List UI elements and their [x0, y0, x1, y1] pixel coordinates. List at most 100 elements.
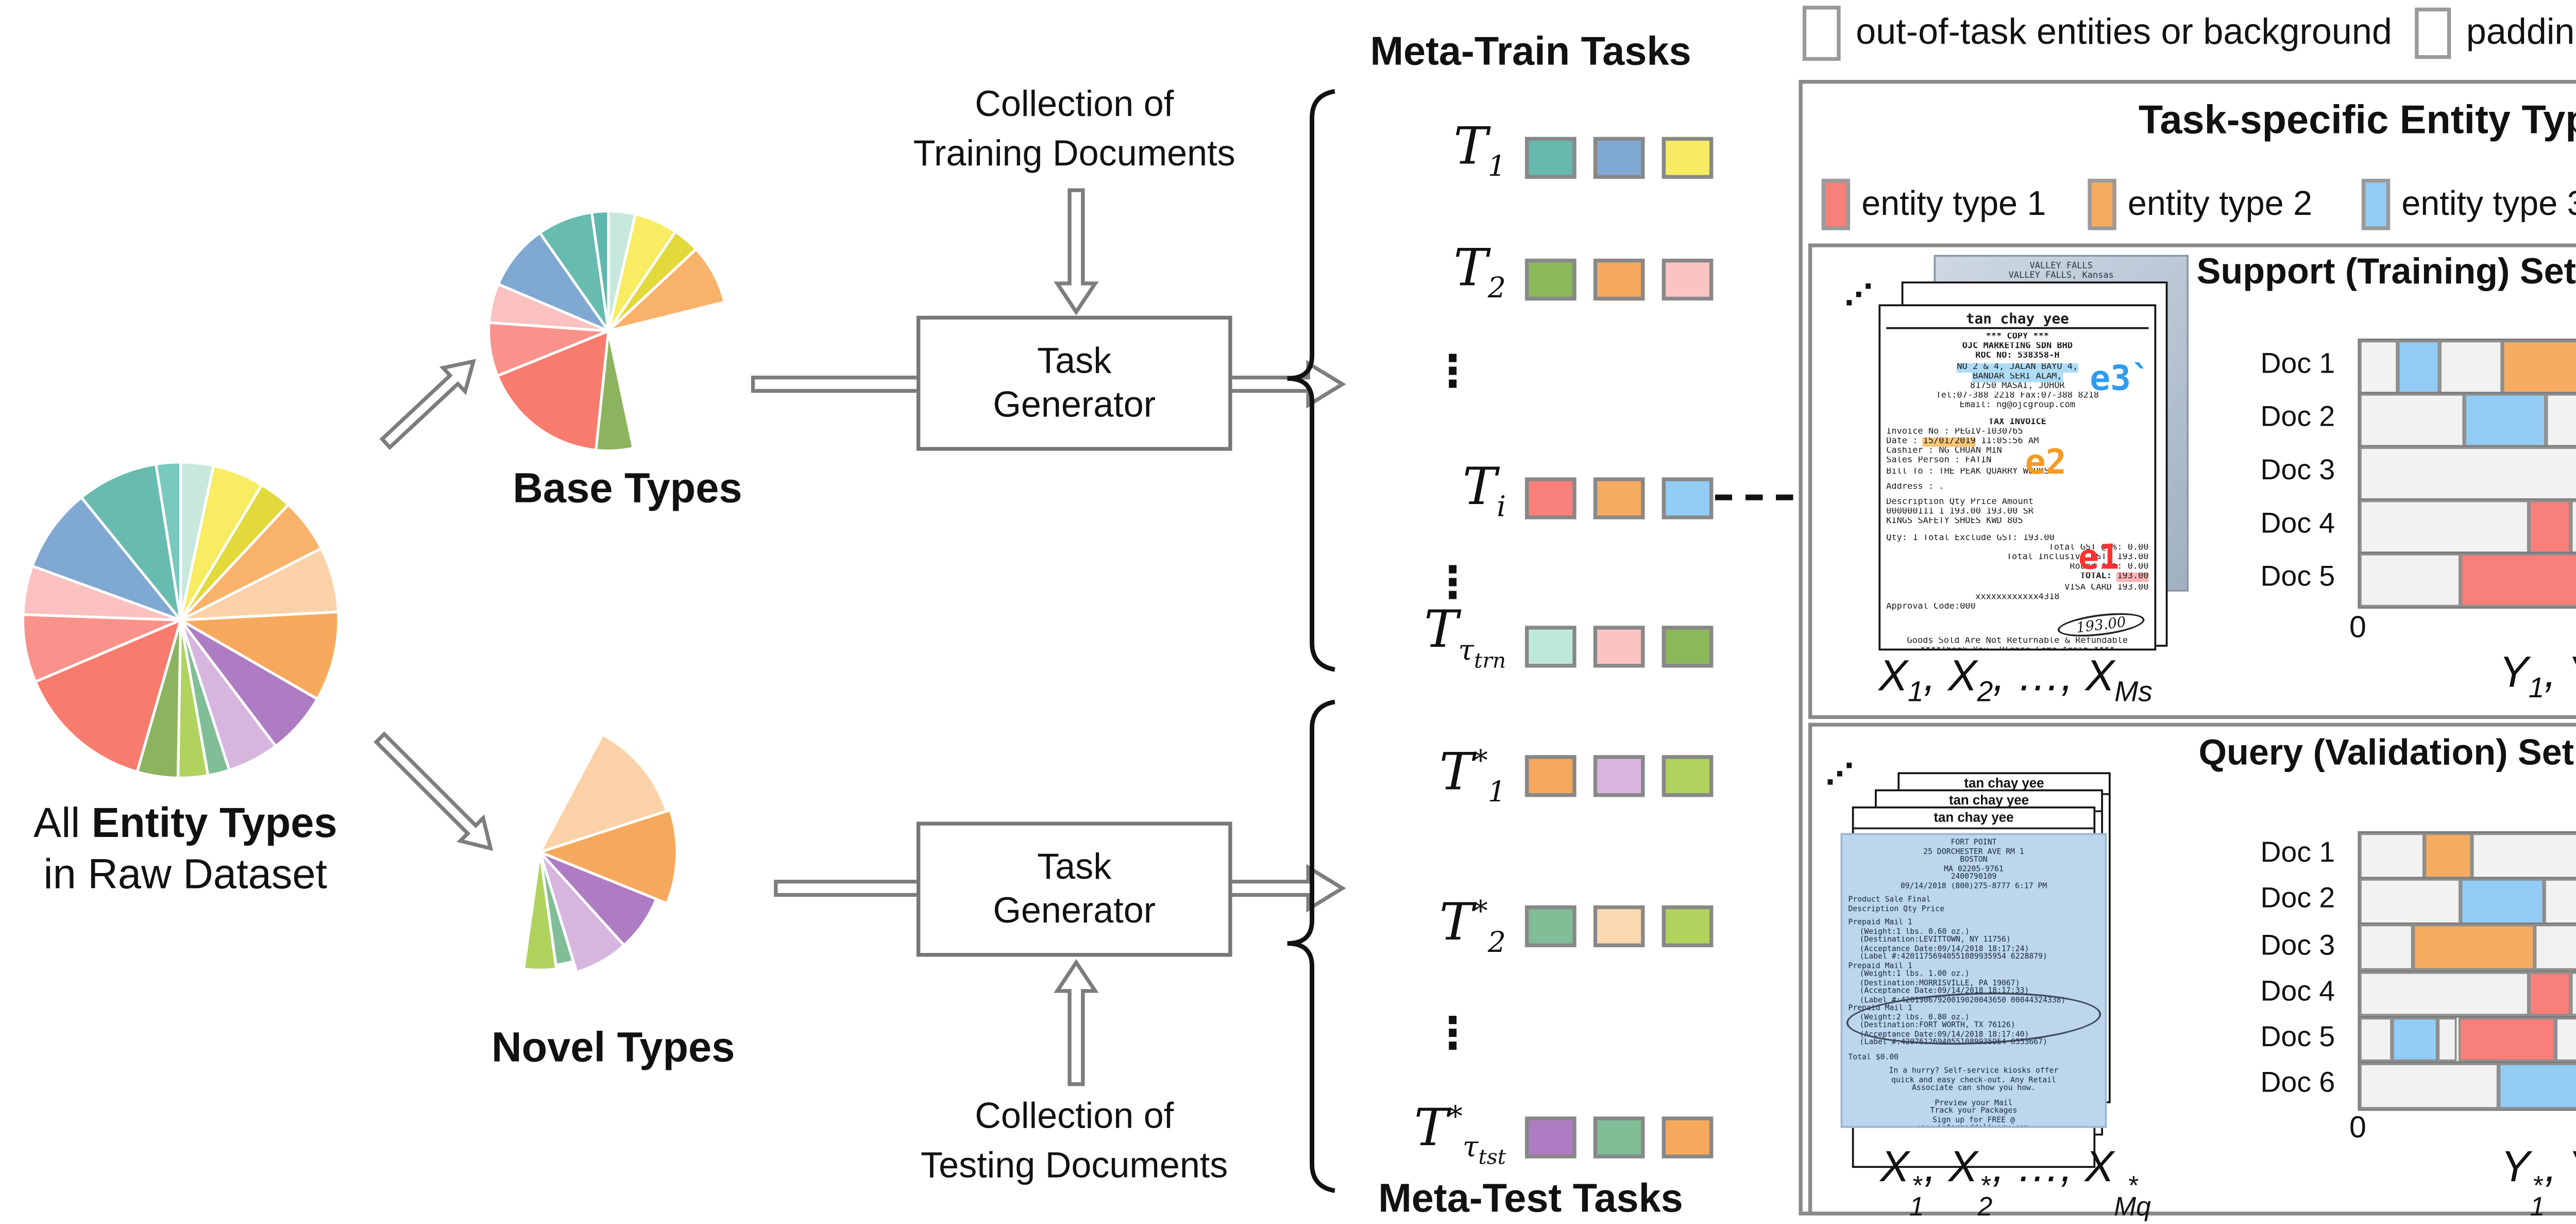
- receipt-line: Total GST @6%: 0.00: [2048, 544, 2149, 554]
- task-entity-square: [1593, 258, 1645, 301]
- meta-train-title: Meta-Train Tasks: [1370, 30, 1691, 74]
- token-segment-bg: [2439, 340, 2502, 393]
- task-entity-square: [1662, 755, 1714, 797]
- doc-label: Doc 1: [2260, 837, 2335, 869]
- entity-callout-e1: e1: [2078, 538, 2120, 578]
- receipt-line: Date : 15/01/2019 11:05:56 AM: [1886, 437, 2039, 447]
- arrow-testing-docs-up: [1054, 959, 1099, 1086]
- task-label: T2: [1453, 240, 1506, 306]
- task-vdots: ⋮: [1431, 559, 1475, 609]
- task-label: Tτtrn: [1423, 601, 1506, 673]
- base-types-pie-slice-blue: [497, 231, 610, 332]
- receipt-line: Description Qty Price: [1848, 904, 1945, 912]
- base-types-pie-slice-teal-sliver: [590, 210, 610, 332]
- doc-token-row: [2358, 498, 2576, 555]
- doc-token-row: [2358, 551, 2576, 608]
- token-segment-bg: [2570, 500, 2576, 553]
- token-segment-e2: [2502, 340, 2576, 393]
- receipt-line: 2400790109: [1951, 873, 1997, 881]
- task-entity-square: [1524, 258, 1577, 301]
- receipt-line: Sign up for FREE @: [1932, 1115, 2015, 1124]
- novel-types-pie-slice-orange: [538, 808, 679, 905]
- receipt-line: Preview your Mail: [1935, 1098, 2013, 1106]
- all-entity-types-label-line1: All Entity Types: [33, 799, 337, 847]
- token-segment-bg: [2360, 1063, 2499, 1109]
- receipt-line: (Acceptance Date:09/14/2018 18:17:33): [1859, 987, 2029, 995]
- token-segment-e3: [2398, 340, 2440, 393]
- token-segment-bg: [2546, 393, 2576, 446]
- entity-callout-e3: e3`: [2090, 359, 2152, 400]
- collection-training-line2: Training Documents: [913, 135, 1235, 175]
- task-entity-square: [1662, 1116, 1714, 1159]
- receipt-line: BOSTON: [1960, 856, 1988, 864]
- task-entity-square: [1524, 626, 1577, 668]
- receipt-line: Round Amt: 0.00: [2070, 563, 2149, 573]
- doc-label: Doc 2: [2260, 883, 2335, 916]
- receipt-line: NO 2 & 4, JALAN BAYU 4,: [1957, 362, 2078, 372]
- entity-legend-label-2: entity type 2: [2127, 184, 2313, 223]
- doc-label: Doc 5: [2260, 561, 2335, 594]
- token-segment-bg: [2360, 971, 2529, 1016]
- axis-tokens-label: tokens: [2510, 1113, 2576, 1147]
- receipt-line: tan chay yee: [1886, 310, 2149, 329]
- novel-types-label: Novel Types: [492, 1023, 735, 1071]
- token-segment-bg: [2360, 553, 2461, 606]
- token-segment-e1: [2529, 971, 2570, 1016]
- out-of-task-legend-swatch: [1802, 6, 1841, 61]
- meta-train-brace: [1287, 89, 1335, 672]
- receipt-line: Prepaid Mail 1: [1848, 1004, 1912, 1012]
- task-entity-square: [1593, 137, 1645, 179]
- receipt-line: (Acceptance Date:09/14/2018 18:17:24): [1859, 944, 2029, 952]
- receipt-line: Bill To : THE PEAK QUARRY WORKS: [1886, 467, 2049, 477]
- receipt-line: Description Qty Price Amount: [1886, 498, 2034, 508]
- query-stack-dots: ⋰: [1825, 757, 1854, 792]
- back-sheet-header: tan chay yee: [1854, 809, 2094, 830]
- task-entity-square: [1524, 755, 1577, 797]
- task-entity-square: [1524, 477, 1577, 519]
- task-label: T1: [1453, 118, 1506, 184]
- token-segment-bg: [2570, 971, 2576, 1016]
- task-generator-box-test: Task Generator: [916, 821, 1232, 957]
- entity-legend-label-1: entity type 1: [1861, 184, 2046, 223]
- arrow-allpie-to-base: [379, 359, 477, 450]
- novel-types-pie-slice-peach: [538, 733, 668, 854]
- support-stack-dots: ⋰: [1844, 277, 1873, 312]
- receipt-line: www.informeddelivery.com: [1848, 1124, 2099, 1126]
- receipt-line: ROC NO: 538358-H: [1975, 353, 2060, 362]
- doc-token-row: [2358, 392, 2576, 448]
- out-of-task-legend-label: out-of-task entities or background: [1856, 13, 2392, 54]
- entity-legend-label-3: entity type 3: [2401, 184, 2576, 223]
- task-entity-square: [1524, 137, 1577, 179]
- token-segment-bg: [2360, 393, 2464, 446]
- doc-token-row: [2358, 831, 2576, 880]
- task-entity-square: [1593, 905, 1645, 947]
- doc-token-row: [2358, 969, 2576, 1018]
- task-row: T2: [1312, 238, 1844, 321]
- receipt-line: 09/14/2018 (800)275-8777 6:17 PM: [1900, 881, 2047, 890]
- receipt-line: VISA CARD 193.00: [2064, 583, 2149, 593]
- support-receipt-front: tan chay yee*** COPY ***OJC MARKETING SD…: [1878, 304, 2157, 651]
- arrow-training-docs-down: [1054, 188, 1099, 315]
- doc-label: Doc 2: [2260, 401, 2335, 434]
- token-segment-e2: [2413, 925, 2535, 970]
- doc-label: Doc 3: [2260, 929, 2335, 962]
- token-segment-e3: [2392, 1017, 2437, 1063]
- collection-training-line1: Collection of: [975, 86, 1174, 126]
- task-generator-test-line2: Generator: [993, 892, 1156, 932]
- task-row: T*2: [1312, 884, 1844, 968]
- collection-testing-line1: Collection of: [975, 1097, 1174, 1138]
- receipt-line: Total Inclusive GST: 193.00: [2006, 554, 2149, 563]
- task-generator-test-line1: Task: [1037, 848, 1112, 888]
- receipt-line: (Acceptance Date:09/14/2018 18:17:40): [1859, 1030, 2029, 1038]
- task-panel-title: Task-specific Entity Types: [2138, 98, 2576, 143]
- receipt-line: Associate can show you how.: [1911, 1084, 2036, 1092]
- all-entity-types-pie: [21, 461, 340, 780]
- token-segment-bg: [2534, 925, 2576, 970]
- novel-types-pie-slice-lilac: [538, 850, 625, 974]
- collection-testing-line2: Testing Documents: [921, 1147, 1228, 1187]
- receipt-line: Total $0.00: [1848, 1052, 1899, 1061]
- task-generator-train-line1: Task: [1037, 342, 1112, 382]
- receipt-line: In a hurry? Self-service kiosks offer: [1889, 1067, 2059, 1075]
